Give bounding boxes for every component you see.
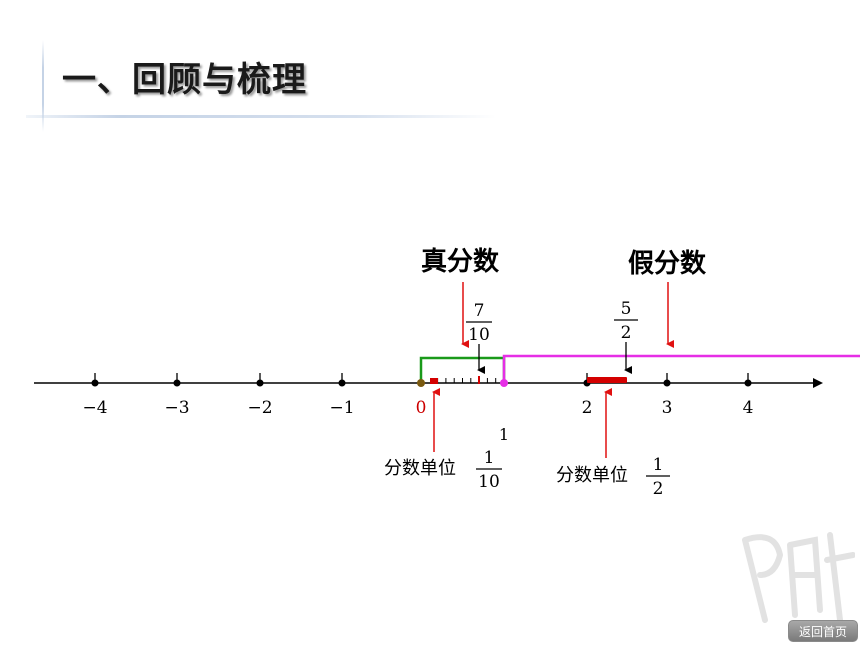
tick-label: 0 xyxy=(416,398,427,418)
one-point xyxy=(500,379,508,387)
proper-fraction-range xyxy=(419,356,506,381)
half-unit-label: 分数单位 xyxy=(556,465,628,486)
one-half-denominator: 2 xyxy=(653,479,664,499)
slide-title: 一、回顾与梳理 xyxy=(62,60,307,100)
tick-label: 4 xyxy=(743,398,754,418)
one-half-numerator: 1 xyxy=(653,455,664,475)
axis-point xyxy=(744,379,752,387)
half-unit-bar xyxy=(587,377,627,383)
title-underline xyxy=(26,115,496,118)
home-button[interactable]: 返回首页 xyxy=(788,620,858,642)
axis-point xyxy=(91,379,99,387)
tick-label: −4 xyxy=(82,398,107,418)
tenth-unit-bar xyxy=(430,378,438,384)
proper-fraction-label: 真分数 xyxy=(421,247,500,277)
axis-arrowhead xyxy=(813,378,823,388)
tick-label: 2 xyxy=(582,398,593,418)
five-halves-numerator: 5 xyxy=(621,299,632,319)
seven-tenths-numerator: 7 xyxy=(474,301,485,321)
tick-label: −2 xyxy=(247,398,272,418)
improper-fraction-label: 假分数 xyxy=(628,249,707,279)
axis-point xyxy=(338,379,346,387)
title-accent-vertical xyxy=(42,40,44,132)
axis-point xyxy=(256,379,264,387)
five-halves-denominator: 2 xyxy=(621,323,632,343)
seven-tenths-denominator: 10 xyxy=(468,325,490,345)
improper-fraction-range xyxy=(502,354,860,381)
axis-ticks xyxy=(91,373,752,387)
tick-label: −3 xyxy=(164,398,189,418)
tick-label: 3 xyxy=(662,398,673,418)
zero-point xyxy=(417,379,425,387)
tick-label: −1 xyxy=(329,398,354,418)
one-tenth-denominator: 10 xyxy=(478,472,500,492)
axis-tick-labels: −4 −3 −2 −1 0 2 3 4 xyxy=(82,398,753,418)
watermark-glyph xyxy=(742,532,855,623)
one-tenth-numerator: 1 xyxy=(484,448,495,468)
tenth-unit-label: 分数单位 xyxy=(384,458,456,479)
axis-point xyxy=(663,379,671,387)
axis-point xyxy=(173,379,181,387)
stray-one-label: 1 xyxy=(499,425,509,444)
